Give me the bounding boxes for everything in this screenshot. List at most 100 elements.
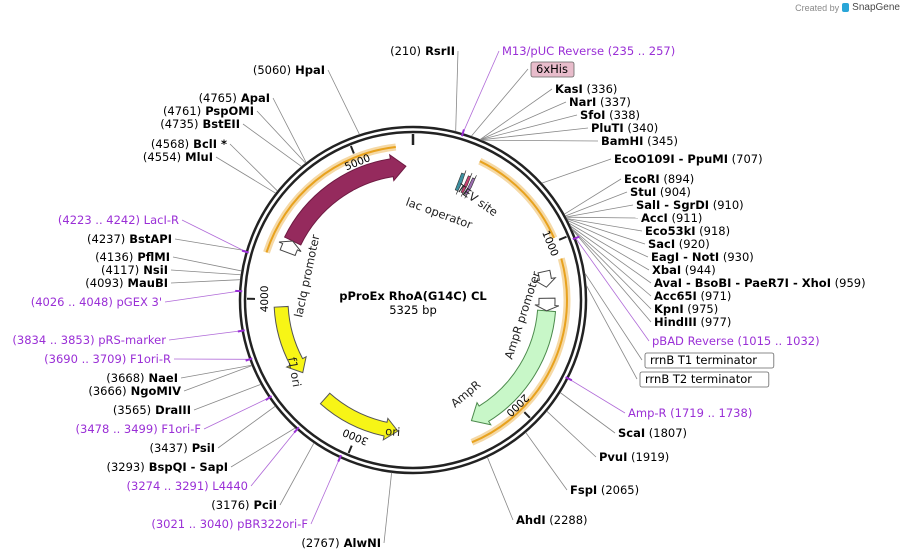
tick-label: 4000: [259, 285, 271, 312]
primer-label: M13/pUC Reverse (235 .. 257): [502, 44, 675, 58]
label-box: [644, 352, 775, 369]
position: (904): [656, 185, 691, 199]
feature-name: M13/pUC Reverse: [502, 44, 604, 58]
enzyme-label: Acc65I (971): [654, 289, 731, 303]
rrnb-t1-arrow: [534, 269, 557, 288]
enzyme-label: EcoRI (894): [624, 172, 694, 186]
enzyme-label: AhdI (2288): [516, 513, 588, 527]
enzyme-label: (3293) BspQI - SapI: [107, 460, 229, 474]
enzyme-name: NaeI: [145, 371, 178, 385]
leader-line: [571, 228, 652, 310]
feature-name: pRS-marker: [95, 333, 167, 347]
ori-label: ori: [385, 424, 401, 439]
boxed-label: rrnB T1 terminator: [650, 353, 757, 367]
enzyme-label: (4117) NsiI: [101, 263, 168, 277]
primer-mark: [237, 329, 245, 333]
position: (337): [596, 95, 631, 109]
ori-arrow: [319, 392, 399, 441]
enzyme-label: NarI (337): [569, 95, 631, 109]
position: (3176): [211, 498, 249, 512]
leader-line: [566, 218, 643, 232]
leader-line: [575, 237, 650, 342]
enzyme-label: (5060) HpaI: [253, 63, 325, 77]
position: (4136): [95, 250, 133, 264]
enzyme-label: ScaI (1807): [618, 426, 687, 440]
leader-line: [567, 220, 649, 258]
enzyme-label: (4136) PflMI: [95, 250, 170, 264]
enzyme-name: SacI: [648, 237, 675, 251]
terminator-box: rrnB T2 terminator: [639, 371, 770, 388]
enzyme-name: AvaI - BsoBI - PaeR7I - XhoI: [654, 276, 831, 290]
enzyme-name: BstEII: [198, 117, 240, 131]
enzyme-label: (3666) NgoMIV: [88, 384, 181, 398]
position: (2288): [546, 513, 588, 527]
orf-arc: [265, 146, 396, 253]
leader-line: [571, 227, 652, 297]
enzyme-label: XbaI (944): [652, 263, 716, 277]
position: (340): [624, 121, 659, 135]
primer-label: (3834 .. 3853) pRS-marker: [12, 333, 166, 347]
lacI-arrow: [283, 153, 407, 246]
position: (1807): [645, 426, 687, 440]
position: (3274 .. 3291): [127, 479, 209, 493]
enzyme-label: AvaI - BsoBI - PaeR7I - XhoI (959): [654, 276, 866, 290]
enzyme-name: AlwNI: [340, 536, 381, 550]
leader-line: [471, 68, 529, 137]
primer-label: (3478 .. 3499) F1ori-F: [76, 422, 201, 436]
enzyme-name: NgoMIV: [127, 384, 181, 398]
leader-line: [480, 127, 589, 141]
leader-line: [462, 50, 500, 134]
leader-line: [383, 472, 392, 544]
leader-line: [568, 222, 650, 271]
f1-ori-label: f1 ori: [285, 356, 304, 388]
leader-line: [564, 178, 622, 215]
enzyme-name: KasI: [555, 82, 583, 96]
enzyme-label: (4735) BstEII: [160, 117, 240, 131]
enzyme-name: DraIII: [151, 403, 191, 417]
enzyme-name: FspI: [570, 483, 597, 497]
boxed-label: 6xHis: [536, 62, 568, 76]
leader-line: [310, 457, 341, 525]
leader-line: [215, 156, 276, 194]
primer-mark: [460, 129, 465, 137]
enzyme-label: (3176) PciI: [211, 498, 277, 512]
enzyme-label: SacI (920): [648, 237, 710, 251]
position: (4117): [101, 263, 139, 277]
orf-arcs: [263, 143, 571, 446]
primer-mark: [265, 395, 273, 401]
enzyme-label: (4765) ApaI: [199, 91, 270, 105]
plasmid-length: 5325 bp: [389, 303, 437, 317]
position: (3668): [106, 371, 144, 385]
enzyme-name: EcoRI: [624, 172, 660, 186]
position: (918): [696, 224, 731, 238]
leader-line: [272, 97, 307, 163]
leader-line: [487, 457, 514, 521]
position: (4735): [160, 117, 198, 131]
feature-name: L4440: [209, 479, 248, 493]
position: (4026 .. 4048): [31, 295, 113, 309]
position: (977): [697, 315, 732, 329]
enzyme-name: MluI: [181, 150, 213, 164]
primer-label: (4026 .. 4048) pGEX 3': [31, 295, 162, 309]
enzyme-label: (4568) BclI *: [151, 137, 227, 151]
leader-line: [164, 290, 240, 303]
enzyme-label: PluTI (340): [591, 121, 658, 135]
tick-label: 1000: [539, 229, 560, 258]
leader-line: [168, 330, 242, 341]
tag-feature-arrow: [460, 172, 473, 197]
feature-name: F1ori-R: [126, 352, 171, 366]
lac-operator-label: lac operator: [404, 195, 475, 232]
enzyme-label: PvuI (1919): [599, 450, 669, 464]
leader-line: [570, 225, 652, 284]
position: (911): [668, 211, 703, 225]
primer-mark: [245, 357, 253, 362]
position: (3666): [88, 384, 126, 398]
ampr-arrow: [470, 309, 557, 426]
ampr-promoter-arrow: [534, 297, 560, 312]
primer-label: (3690 .. 3709) F1ori-R: [44, 352, 171, 366]
enzyme-label: (3565) DraIII: [113, 403, 191, 417]
enzyme-label: (2767) AlwNI: [301, 536, 381, 550]
leader-line: [481, 139, 599, 142]
enzyme-name: Acc65I: [654, 289, 697, 303]
leader-line: [180, 364, 252, 379]
